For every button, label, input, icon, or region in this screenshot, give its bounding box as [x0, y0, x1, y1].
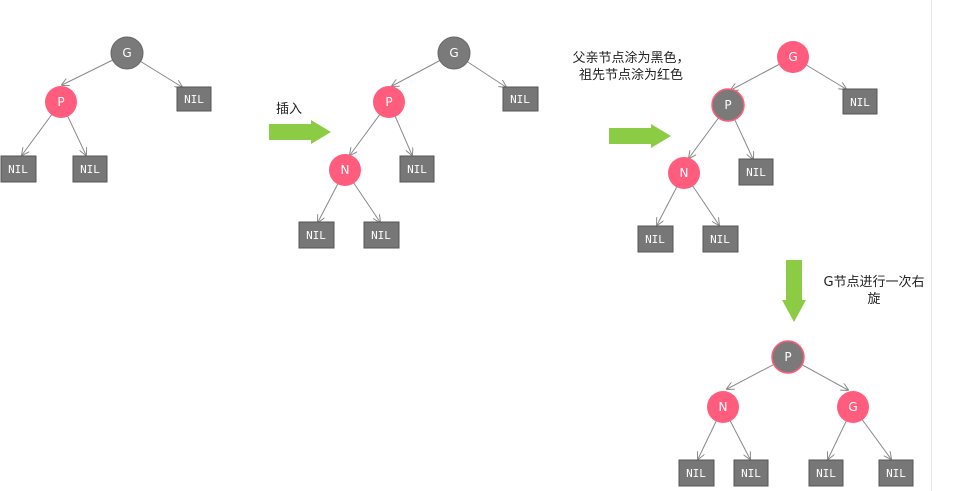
nil-label: NIL	[306, 229, 326, 242]
node-p-red: P	[45, 86, 77, 118]
nil-leaf: NIL	[363, 221, 400, 249]
insert-caption: 插入	[276, 102, 303, 117]
nil-leaf: NIL	[702, 225, 739, 253]
nil-label: NIL	[8, 163, 28, 176]
node-label: G	[122, 46, 131, 60]
nil-label: NIL	[686, 467, 706, 480]
node-label: G	[449, 46, 458, 60]
nil-leaf: NIL	[637, 225, 674, 253]
node-g-black: G	[110, 36, 144, 70]
node-label: N	[341, 163, 350, 177]
nil-label: NIL	[184, 93, 204, 106]
nil-leaf: NIL	[0, 155, 37, 183]
tree-after-recolor: G P N NIL NIL NIL NIL	[637, 41, 878, 253]
node-label: N	[680, 166, 689, 180]
right-divider	[931, 0, 932, 491]
nil-label: NIL	[816, 467, 836, 480]
nil-label: NIL	[710, 233, 730, 246]
tree-after-insert: G P N NIL NIL NIL NIL	[298, 36, 539, 249]
nil-label: NIL	[645, 233, 665, 246]
nil-label: NIL	[746, 166, 766, 179]
rotate-caption: G节点进行一次右旋	[823, 275, 925, 307]
nil-leaf: NIL	[399, 155, 435, 183]
nil-label: NIL	[80, 163, 100, 176]
node-p-black: P	[771, 340, 805, 374]
nil-leaf: NIL	[842, 88, 878, 115]
node-label: P	[784, 350, 791, 364]
node-n-red: N	[668, 157, 700, 189]
node-p-red: P	[373, 86, 405, 118]
nil-leaf: NIL	[808, 459, 844, 487]
nil-label: NIL	[741, 467, 761, 480]
recolor-caption: 父亲节点涂为黑色，祖先节点涂为红色	[572, 51, 690, 83]
green-arrow-down-icon	[782, 260, 806, 322]
nil-leaf: NIL	[733, 459, 769, 487]
nil-leaf: NIL	[72, 155, 108, 183]
nil-label: NIL	[371, 229, 391, 242]
tree-initial: G P NIL NIL NIL	[0, 36, 212, 183]
node-label: P	[57, 95, 64, 109]
green-arrow-right-icon	[609, 124, 671, 148]
nil-label: NIL	[850, 96, 870, 109]
node-label: P	[724, 98, 731, 112]
tree-after-rotation: P N G NIL NIL NIL NIL	[678, 340, 914, 487]
nil-leaf: NIL	[502, 86, 539, 112]
node-g-black: G	[437, 36, 471, 70]
nil-leaf: NIL	[678, 459, 715, 487]
nil-leaf: NIL	[176, 86, 212, 112]
node-n-red: N	[329, 154, 361, 186]
node-g-red: G	[837, 391, 869, 423]
node-p-black: P	[711, 88, 745, 122]
nil-leaf: NIL	[738, 158, 774, 186]
node-n-red: N	[707, 391, 739, 423]
nil-label: NIL	[886, 467, 906, 480]
node-label: G	[788, 50, 797, 64]
nil-label: NIL	[407, 163, 427, 176]
node-label: G	[848, 400, 857, 414]
node-label: N	[719, 400, 728, 414]
node-g-red: G	[777, 41, 809, 73]
nil-label: NIL	[510, 93, 530, 106]
nil-leaf: NIL	[878, 459, 914, 487]
node-label: P	[385, 95, 392, 109]
nil-leaf: NIL	[298, 221, 335, 249]
green-arrow-right-icon	[269, 120, 331, 144]
